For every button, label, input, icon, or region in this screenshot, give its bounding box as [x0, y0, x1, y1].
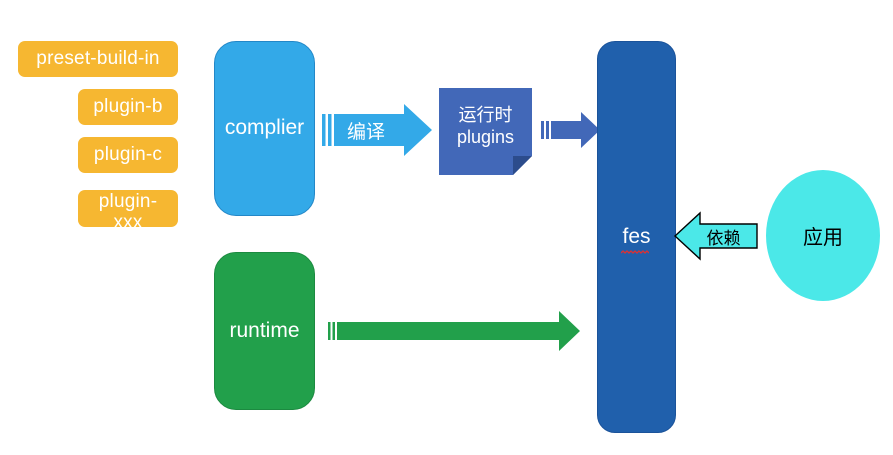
chip-plugin-c[interactable]: plugin-c — [78, 137, 178, 173]
node-label: 应用 — [803, 227, 843, 249]
chip-label: plugin-c — [93, 144, 163, 166]
compile-arrow — [322, 104, 432, 156]
dependency-arrow — [673, 211, 758, 261]
chip-label: plugin- — [98, 191, 158, 212]
node-label: complier — [224, 116, 305, 140]
node-runtime-plugins[interactable]: 运行时 plugins — [439, 88, 532, 175]
node-complier[interactable]: complier — [214, 41, 315, 216]
runtime-to-fes-arrow — [328, 311, 580, 351]
dependency-arrow-label: 依赖 — [706, 228, 741, 248]
chip-plugin-b[interactable]: plugin-b — [78, 89, 178, 125]
chip-label-overflow: xxx — [113, 211, 143, 233]
plugins-to-fes-arrow-label — [541, 112, 591, 148]
folded-corner-shape — [439, 88, 532, 175]
node-fes-text-wrap: fes — [621, 224, 651, 254]
node-label-line2: plugins — [456, 126, 515, 147]
node-label: runtime — [229, 318, 300, 342]
runtime-to-fes-arrow-label — [328, 311, 568, 351]
compile-arrow-label: 编译 — [346, 121, 385, 143]
node-runtime-plugins-label: 运行时 plugins — [439, 88, 532, 175]
node-fes[interactable]: fes — [597, 41, 676, 433]
chip-preset-build-in[interactable]: preset-build-in — [18, 41, 178, 77]
chip-label: plugin-b — [93, 96, 163, 118]
plugins-to-fes-arrow — [541, 112, 600, 148]
node-app[interactable]: 应用 — [766, 170, 880, 301]
node-runtime[interactable]: runtime — [214, 252, 315, 410]
node-label: fes — [622, 224, 651, 248]
node-label-line1: 运行时 — [458, 104, 513, 125]
chip-label: preset-build-in — [36, 48, 160, 70]
chip-plugin-xxx[interactable]: plugin- xxx — [78, 190, 178, 233]
spellcheck-squiggle-icon — [621, 250, 650, 254]
